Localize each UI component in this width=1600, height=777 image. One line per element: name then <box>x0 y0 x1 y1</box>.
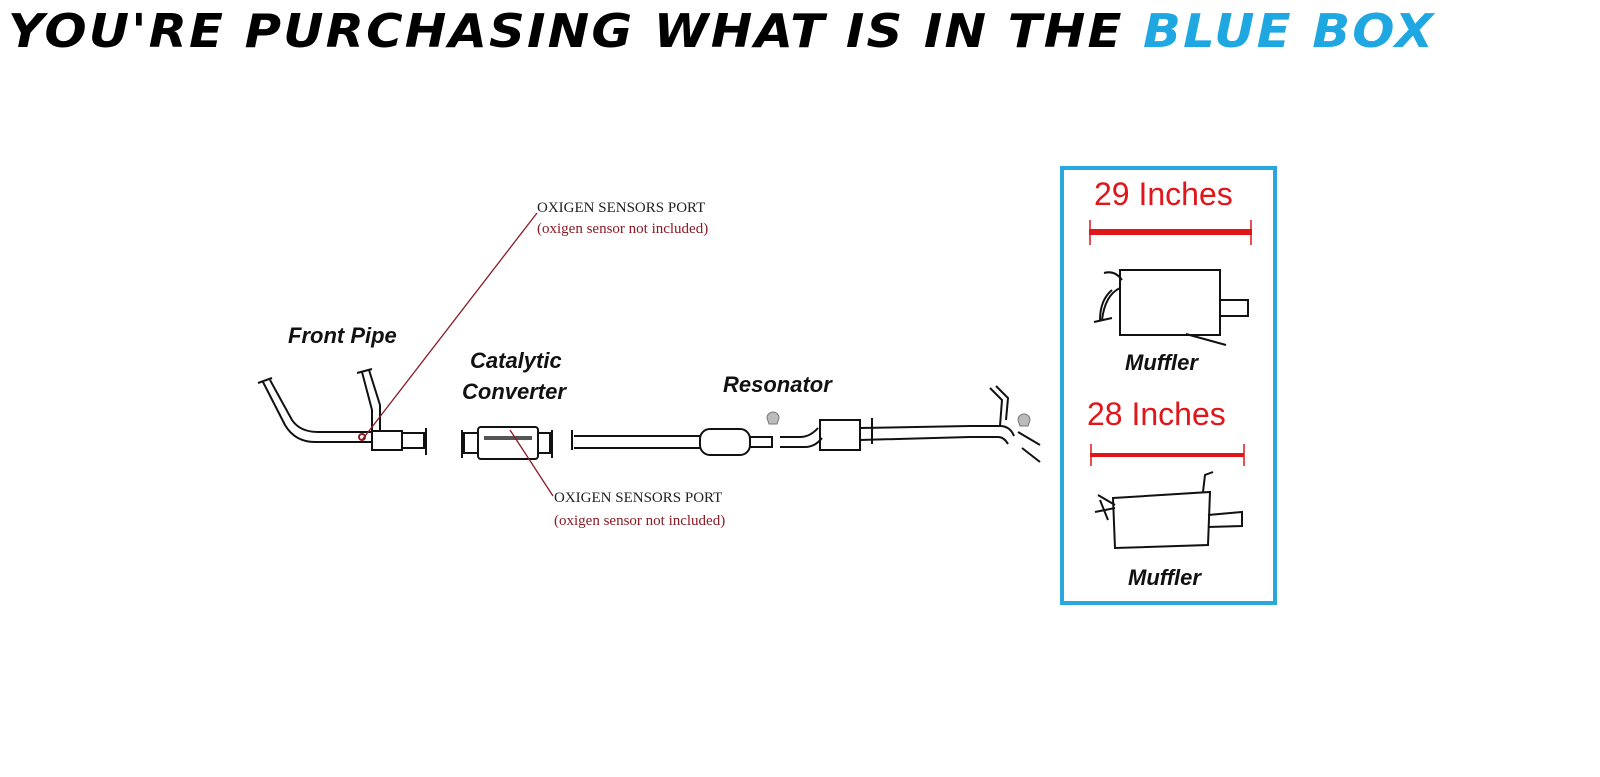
resonator-pipe-drawing <box>571 385 1041 463</box>
title-text: YOU'RE PURCHASING WHAT IS IN THE <box>8 4 1144 58</box>
sensor-bottom-leader <box>509 429 554 497</box>
page-title: YOU'RE PURCHASING WHAT IS IN THE BLUE BO… <box>8 4 1435 58</box>
sensor-bottom-note: (oxigen sensor not included) <box>554 513 725 529</box>
catalytic-label-line2: Converter <box>462 379 567 404</box>
muffler-option-2: 28 Inches Muffler <box>1087 396 1245 590</box>
front-pipe-drawing <box>257 368 427 455</box>
sensor-bottom-title: OXIGEN SENSORS PORT <box>554 490 722 506</box>
sensor-top-title: OXIGEN SENSORS PORT <box>537 200 705 216</box>
catalytic-converter-drawing <box>461 426 553 460</box>
front-pipe-label: Front Pipe <box>288 323 397 348</box>
resonator-label: Resonator <box>723 372 833 397</box>
title-highlight: BLUE BOX <box>1143 4 1436 58</box>
muffler-2-label: Muffler <box>1128 565 1202 590</box>
muffler-option-1: 29 Inches Muffler <box>1089 176 1252 375</box>
catalytic-label-line1: Catalytic <box>470 348 562 373</box>
muffler-1-label: Muffler <box>1125 350 1199 375</box>
sensor-top-note: (oxigen sensor not included) <box>537 221 708 237</box>
sensor-top-leader <box>361 212 538 441</box>
muffler-1-length: 29 Inches <box>1094 176 1233 212</box>
muffler-2-length: 28 Inches <box>1087 396 1226 432</box>
blue-box <box>1060 166 1277 605</box>
